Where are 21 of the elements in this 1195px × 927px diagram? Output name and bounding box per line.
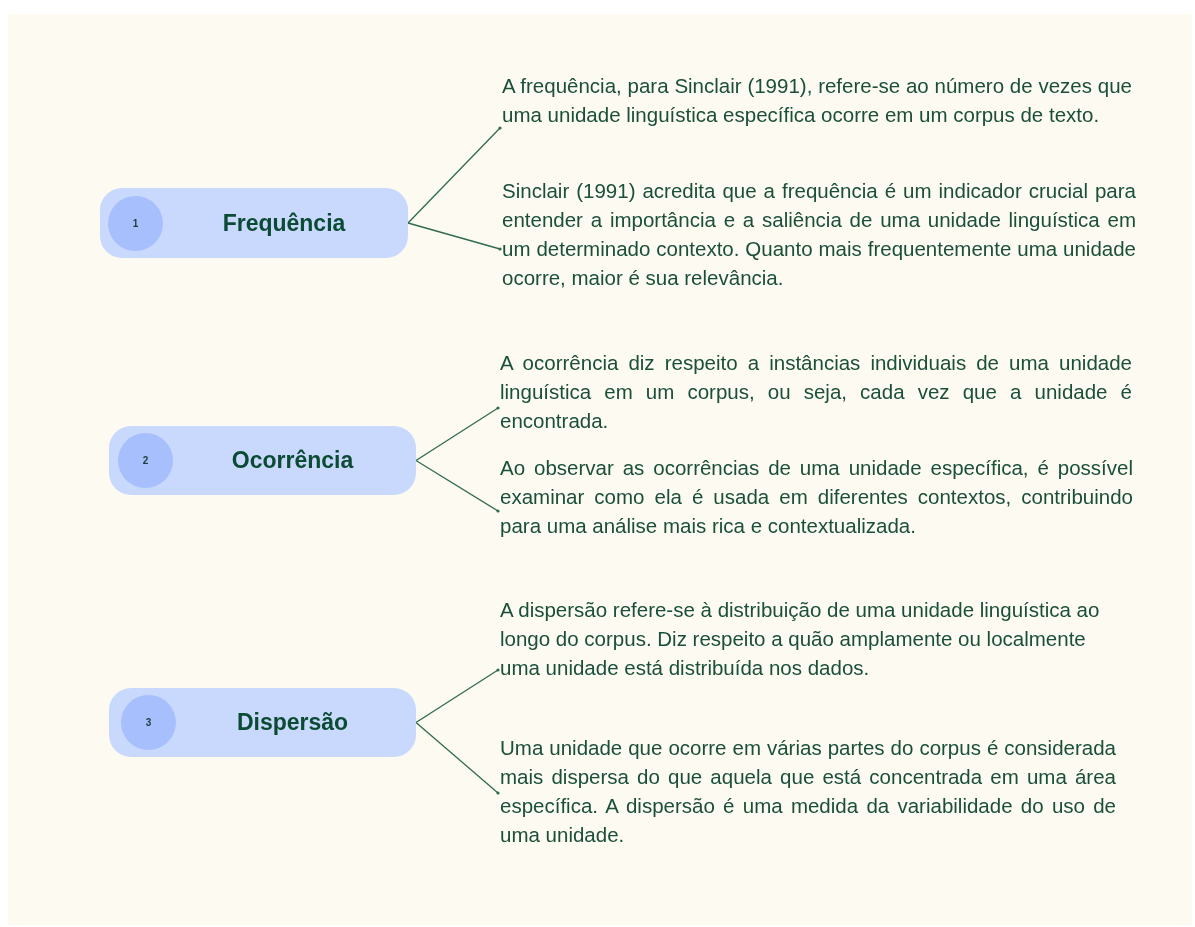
topic-title: Frequência (222, 209, 346, 237)
topic-title: Dispersão (236, 709, 349, 736)
description-text: Uma unidade que ocorre em várias partes do corpus é considerada mais dispersa do que aquela que está concentrada em uma área específica. A dispersão é uma medida da variabilidade do uso de uma unidade. (500, 733, 1116, 849)
topic-box (109, 426, 416, 495)
connector-line (415, 721, 500, 795)
description-text: A dispersão refere-se à distribuição de uma unidade linguística ao longo do corpus. Diz respeito a quão amplamente ou localmente uma unidade está distribuída nos dados. (500, 595, 1110, 682)
description-text: Ao observar as ocorrências de uma unidade específica, é possível examinar como ela é usada em diferentes contextos, contribuindo para uma análise mais rica e contextualizada. (500, 453, 1133, 540)
description-text: A frequência, para Sinclair (1991), refere-se ao número de vezes que uma unidade linguística específica ocorre em um corpus de texto. (502, 71, 1132, 129)
topic-box (100, 188, 408, 258)
number-circle: 3 (121, 695, 176, 750)
connector-line (415, 668, 500, 724)
connector-line (407, 126, 502, 224)
connector-line (415, 406, 500, 462)
number-circle: 2 (118, 433, 173, 488)
topic-box (109, 688, 416, 757)
description-text: A ocorrência diz respeito a instâncias individuais de uma unidade linguística em um corpus, ou seja, cada vez que a unidade é encontrada. (500, 348, 1132, 435)
connector-line (415, 459, 500, 513)
number-circle: 1 (108, 196, 163, 251)
description-text: Sinclair (1991) acredita que a frequência é um indicador crucial para entender a importância e a saliência de uma unidade linguística em um determinado contexto. Quanto mais frequentemente uma unidade ocorre, maior é sua relevância. (502, 176, 1136, 292)
topic-title: Ocorrência (231, 447, 354, 474)
connector-line (407, 222, 502, 251)
